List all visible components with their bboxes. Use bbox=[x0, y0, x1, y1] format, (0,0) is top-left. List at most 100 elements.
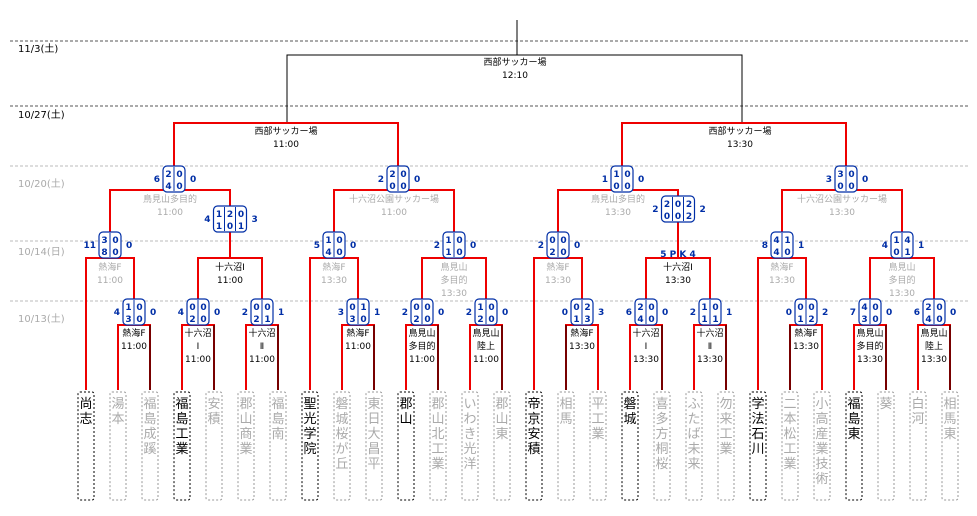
score-total-left: 2 bbox=[466, 308, 472, 318]
venue-time: 13:30 bbox=[921, 355, 947, 365]
venue-name: 鳥見山多目的 bbox=[143, 193, 197, 205]
team-entry[interactable]: 勿来工業 bbox=[717, 391, 735, 501]
venue-time: 13:30 bbox=[857, 355, 883, 365]
team-entry[interactable]: 福島東 bbox=[845, 391, 863, 501]
score-total-left: 1 bbox=[602, 175, 608, 185]
score-value: 2 bbox=[227, 210, 233, 220]
date-label: 10/14(日) bbox=[18, 247, 65, 258]
team-box bbox=[77, 391, 95, 501]
team-entry[interactable]: 小高産業技術 bbox=[813, 391, 831, 501]
team-box bbox=[781, 391, 799, 501]
venue-name: 鳥見山 bbox=[888, 261, 915, 273]
first-round-losers bbox=[149, 325, 951, 390]
venue-time: 11:00 bbox=[217, 276, 243, 286]
team-entry[interactable]: 郡山北工業 bbox=[429, 391, 447, 501]
team-entry[interactable]: 喜多方桐桜 bbox=[653, 391, 671, 501]
score-value: 2 bbox=[389, 170, 395, 180]
team-name: 東日大昌平 bbox=[367, 396, 380, 472]
team-entry[interactable]: 福島工業 bbox=[173, 391, 191, 501]
team-entry[interactable]: 郡山東 bbox=[493, 391, 511, 501]
team-entry[interactable]: ふたば未来 bbox=[685, 391, 703, 501]
team-box bbox=[461, 391, 479, 501]
team-entry[interactable]: 学法石川 bbox=[749, 391, 767, 501]
team-entry[interactable]: 郡山 bbox=[397, 391, 415, 501]
team-entry[interactable]: 聖光学院 bbox=[301, 391, 319, 501]
score-value: 0 bbox=[872, 315, 878, 325]
score-total-left: 3 bbox=[826, 175, 832, 185]
venue-name: Ⅰ bbox=[197, 342, 200, 352]
venue-name: 鳥見山 bbox=[920, 327, 947, 339]
team-entry[interactable]: 安積 bbox=[205, 391, 223, 501]
venue-time: 13:30 bbox=[793, 342, 819, 352]
team-entry[interactable]: 相馬東 bbox=[941, 391, 959, 501]
team-entry[interactable]: いわき光洋 bbox=[461, 391, 479, 501]
venue-name: 十六沼Ⅰ bbox=[663, 261, 693, 273]
team-name: 平工業 bbox=[591, 397, 604, 442]
team-entry[interactable]: 平工業 bbox=[589, 391, 607, 501]
team-entry[interactable]: 相馬 bbox=[557, 391, 575, 501]
team-name: 勿来工業 bbox=[719, 397, 732, 457]
score-value: 0 bbox=[253, 303, 259, 313]
team-box bbox=[557, 391, 575, 501]
team-name: ふたば未来 bbox=[687, 397, 700, 472]
score-total-left: 2 bbox=[402, 308, 408, 318]
score-value: 0 bbox=[624, 182, 630, 192]
venue-name: 熱海F bbox=[122, 327, 145, 339]
team-entry[interactable]: 尚志 bbox=[77, 391, 95, 501]
score-value: 0 bbox=[675, 212, 681, 222]
team-entry[interactable]: 郡山商業 bbox=[237, 391, 255, 501]
score-total-left: 6 bbox=[914, 308, 920, 318]
score-total-right: 0 bbox=[150, 308, 156, 318]
score-value: 0 bbox=[227, 222, 233, 232]
venue-time: 13:30 bbox=[697, 355, 723, 365]
venue-name: Ⅰ bbox=[645, 342, 648, 352]
score-value: 1 bbox=[701, 303, 707, 313]
score-total-right: 1 bbox=[918, 241, 924, 251]
team-entry[interactable]: 東日大昌平 bbox=[365, 391, 383, 501]
team-entry[interactable]: 帝京安積 bbox=[525, 391, 543, 501]
team-entry[interactable]: 白河 bbox=[909, 391, 927, 501]
score-value: 2 bbox=[686, 212, 692, 222]
score-value: 0 bbox=[360, 315, 366, 325]
team-entry[interactable]: 磐城 bbox=[621, 391, 639, 501]
team-entry[interactable]: 福島南 bbox=[269, 391, 287, 501]
team-name: 福島工業 bbox=[175, 397, 188, 457]
team-box bbox=[525, 391, 543, 501]
date-label: 10/13(土) bbox=[18, 312, 65, 325]
score-value: 1 bbox=[125, 303, 131, 313]
team-name: 白河 bbox=[911, 396, 924, 427]
team-box bbox=[621, 391, 639, 501]
score-value: 3 bbox=[101, 236, 107, 246]
score-total-left: 0 bbox=[786, 308, 792, 318]
venue-name: 十六沼 bbox=[184, 327, 211, 339]
score-value: 0 bbox=[784, 248, 790, 258]
score-value: 2 bbox=[808, 315, 814, 325]
team-box bbox=[813, 391, 831, 501]
score-total-left: 5 bbox=[314, 241, 320, 251]
score-value: 0 bbox=[336, 248, 342, 258]
score-value: 0 bbox=[560, 248, 566, 258]
team-name: 郡山 bbox=[399, 397, 412, 427]
score-total-left: 2 bbox=[242, 308, 248, 318]
score-total-left: 4 bbox=[882, 241, 888, 251]
score-value: 0 bbox=[400, 170, 406, 180]
team-box bbox=[877, 391, 895, 501]
team-entry[interactable]: 磐城桜が丘 bbox=[333, 391, 351, 501]
score-value: 0 bbox=[136, 303, 142, 313]
team-entry[interactable]: 二本松工業 bbox=[781, 391, 799, 501]
score-value: 1 bbox=[445, 248, 451, 258]
score-value: 0 bbox=[936, 315, 942, 325]
team-entry[interactable]: 葵 bbox=[877, 391, 895, 501]
team-name: 帝京安積 bbox=[527, 396, 540, 457]
score-value: 3 bbox=[125, 315, 131, 325]
score-total-right: 0 bbox=[438, 308, 444, 318]
team-entry[interactable]: 福島成蹊 bbox=[141, 391, 159, 501]
team-entry[interactable]: 湯本 bbox=[109, 391, 127, 501]
team-name: 福島東 bbox=[847, 397, 860, 442]
venue-time: 13:30 bbox=[545, 276, 571, 286]
round-of-16-venues: 熱海F 11:00 十六沼Ⅰ 11:00 熱海F 13:30 鳥見山 多目的 1… bbox=[97, 261, 915, 299]
